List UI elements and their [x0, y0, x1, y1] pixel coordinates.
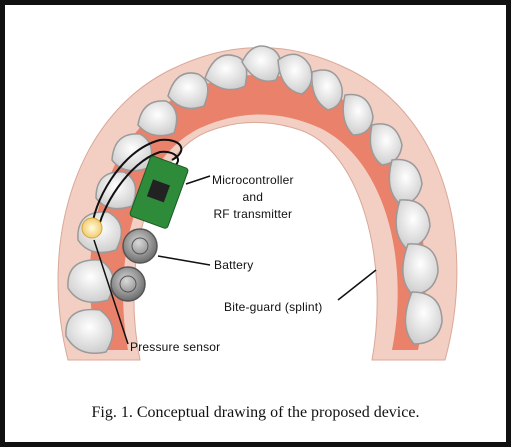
- figure-caption: Fig. 1. Conceptual drawing of the propos…: [0, 404, 511, 422]
- tooth: [68, 260, 114, 302]
- battery-cell: [123, 229, 157, 263]
- battery-cell: [111, 267, 145, 301]
- label-microcontroller: Microcontroller and RF transmitter: [212, 172, 294, 223]
- label-microcontroller-line3: RF transmitter: [212, 206, 294, 223]
- label-microcontroller-line2: and: [212, 189, 294, 206]
- label-battery: Battery: [214, 258, 253, 272]
- label-pressure-sensor: Pressure sensor: [130, 340, 220, 354]
- label-bite-guard: Bite-guard (splint): [224, 300, 323, 314]
- pressure-sensor: [82, 218, 102, 238]
- leader-microcontroller: [186, 176, 210, 184]
- label-microcontroller-line1: Microcontroller: [212, 172, 294, 189]
- leader-battery: [158, 256, 210, 265]
- leader-bite-guard: [338, 270, 376, 300]
